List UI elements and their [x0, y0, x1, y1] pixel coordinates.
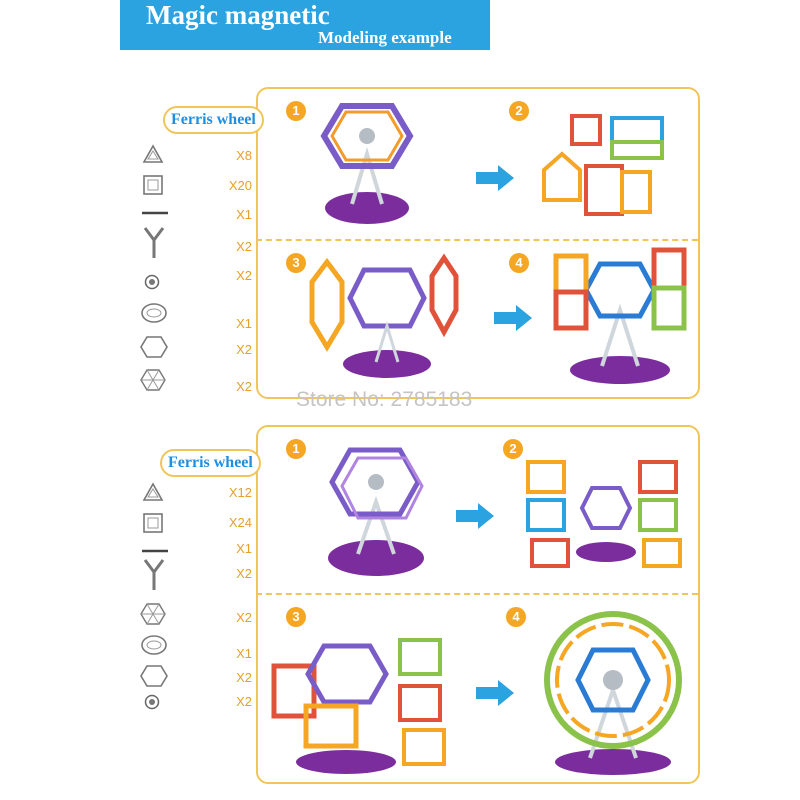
section-1-divider — [256, 239, 698, 241]
section-2-label: Ferris wheel — [160, 449, 261, 477]
part-qty: X2 — [236, 268, 252, 283]
hexagon-star-piece-icon — [140, 369, 166, 391]
arrow-icon — [476, 680, 514, 706]
rod-piece-icon — [142, 211, 168, 215]
section-1-parts — [130, 140, 260, 400]
y-stand-piece-icon — [143, 559, 165, 590]
step-badge: 2 — [509, 101, 529, 121]
header-banner — [120, 0, 490, 50]
part-qty: X24 — [228, 515, 252, 530]
step-badge: 3 — [286, 607, 306, 627]
step-badge: 1 — [286, 101, 306, 121]
step-1-illustration — [320, 103, 414, 224]
step-4-illustration — [553, 247, 687, 384]
rod-piece-icon — [142, 549, 168, 553]
part-qty: X2 — [236, 694, 252, 709]
part-qty: X1 — [236, 316, 252, 331]
square-piece-icon — [143, 175, 163, 195]
part-qty: X20 — [228, 178, 252, 193]
hub-piece-icon — [144, 694, 160, 710]
arrow-icon — [494, 305, 532, 331]
step-3-illustration — [271, 638, 446, 774]
section-1-panel — [256, 87, 700, 399]
part-qty: X2 — [236, 342, 252, 357]
oval-base-piece-icon — [141, 303, 167, 323]
part-qty: X2 — [236, 670, 252, 685]
triangle-piece-icon — [142, 482, 164, 501]
section-1-label: Ferris wheel — [163, 106, 264, 134]
step-badge: 4 — [506, 607, 526, 627]
part-qty: X2 — [236, 610, 252, 625]
step-badge: 3 — [286, 253, 306, 273]
step-3-illustration — [309, 253, 459, 378]
part-qty: X2 — [236, 239, 252, 254]
part-qty: X1 — [236, 646, 252, 661]
step-2-illustration — [526, 460, 682, 568]
arrow-icon — [476, 165, 514, 191]
part-qty: X1 — [236, 541, 252, 556]
step-badge: 1 — [286, 439, 306, 459]
step-1-illustration — [328, 447, 424, 576]
hexagon-star-piece-icon — [140, 603, 166, 625]
y-stand-piece-icon — [143, 227, 165, 258]
oval-base-piece-icon — [141, 635, 167, 655]
part-qty: X2 — [236, 566, 252, 581]
step-2-illustration — [542, 114, 664, 216]
step-badge: 2 — [503, 439, 523, 459]
section-2-divider — [256, 593, 698, 595]
triangle-piece-icon — [142, 144, 164, 163]
part-qty: X2 — [236, 379, 252, 394]
page-title: Magic magnetic — [146, 0, 330, 30]
arrow-icon — [456, 503, 494, 529]
part-qty: X8 — [236, 148, 252, 163]
page-subtitle: Modeling example — [318, 28, 452, 47]
step-badge: 4 — [509, 253, 529, 273]
hub-piece-icon — [144, 274, 160, 290]
square-piece-icon — [143, 513, 163, 533]
step-4-illustration — [544, 611, 682, 775]
part-qty: X1 — [236, 207, 252, 222]
section-2-parts — [130, 478, 260, 718]
hexagon-piece-icon — [140, 665, 168, 687]
part-qty: X12 — [228, 485, 252, 500]
store-watermark: Store No: 2785183 — [296, 388, 473, 411]
hexagon-piece-icon — [140, 336, 168, 358]
